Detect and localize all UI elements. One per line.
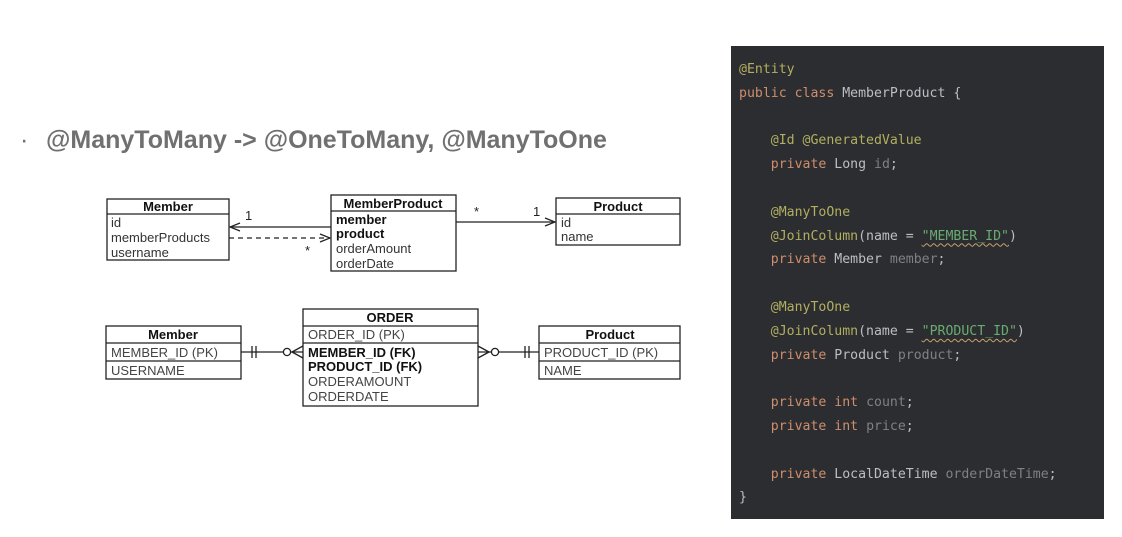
product-table-title: Product [585, 327, 635, 342]
code-line: @Id @GeneratedValue [739, 129, 1104, 153]
code-token: (name = [858, 323, 922, 339]
code-token: private [770, 252, 835, 268]
code-token: private [770, 395, 835, 411]
product-field: id [561, 215, 571, 230]
code-token: ; [889, 157, 898, 173]
member-field: memberProducts [111, 230, 210, 245]
member-product-field: orderDate [336, 256, 394, 271]
multiplicity-one-right: 1 [533, 204, 540, 219]
member-table-row: USERNAME [111, 363, 185, 378]
order-table-row: PRODUCT_ID (FK) [308, 359, 422, 374]
code-line: public class MemberProduct { [739, 82, 1104, 106]
code-token: MemberProduct { [842, 85, 962, 101]
member-table-title: Member [148, 327, 198, 342]
code-token: (name = [858, 228, 922, 244]
multiplicity-many-right: * [474, 204, 479, 219]
member-product-field: member [336, 212, 387, 227]
code-line [739, 272, 1104, 296]
code-line [739, 367, 1104, 391]
code-line: @ManyToOne [739, 296, 1104, 320]
member-class-title: Member [143, 199, 193, 214]
code-token: private [770, 466, 835, 482]
code-line [739, 177, 1104, 201]
code-line [739, 439, 1104, 463]
member-field: username [111, 245, 169, 260]
code-token: @ManyToOne [770, 204, 851, 220]
code-token: ; [937, 252, 946, 268]
code-line: private LocalDateTime orderDateTime; [739, 463, 1104, 487]
code-token: int [834, 418, 867, 434]
multiplicity-many-left: * [305, 243, 310, 258]
code-token: ; [905, 395, 914, 411]
code-token: private [770, 347, 835, 363]
code-line: private Long id; [739, 153, 1104, 177]
product-class-title: Product [593, 199, 643, 214]
product-field: name [561, 229, 594, 244]
code-token: public class [739, 85, 843, 101]
member-product-class-box: MemberProduct member product orderAmount… [330, 194, 457, 272]
code-token: @JoinColumn [770, 323, 859, 339]
order-table-row: ORDERAMOUNT [308, 374, 411, 389]
member-product-class-title: MemberProduct [344, 196, 444, 211]
code-token: ; [905, 418, 914, 434]
code-token: price [866, 418, 906, 434]
member-table-box: Member MEMBER_ID (PK) USERNAME [105, 325, 242, 380]
code-token: Product [834, 347, 898, 363]
member-product-field: orderAmount [336, 241, 412, 256]
code-line [739, 106, 1104, 130]
code-token: Long [834, 157, 874, 173]
code-token: @Entity [739, 62, 795, 77]
order-table-title: ORDER [367, 310, 415, 325]
code-line: private int price; [739, 415, 1104, 439]
code-token: Member [834, 252, 890, 268]
member-field: id [111, 215, 121, 230]
order-table-row: ORDERDATE [308, 389, 389, 404]
code-line: private int count; [739, 391, 1104, 415]
code-token: "MEMBER_ID" [921, 228, 1009, 244]
headline: · @ManyToMany -> @OneToMany, @ManyToOne [20, 126, 607, 155]
code-token: private [770, 418, 835, 434]
code-token: "PRODUCT_ID" [921, 323, 1017, 339]
order-table-row: MEMBER_ID (FK) [308, 345, 416, 360]
member-order-relationship [241, 345, 304, 359]
order-table-box: ORDER ORDER_ID (PK) MEMBER_ID (FK) PRODU… [302, 308, 479, 407]
code-line: @JoinColumn(name = "PRODUCT_ID") [739, 320, 1104, 344]
product-table-box: Product PRODUCT_ID (PK) NAME [538, 325, 681, 380]
relationship-diagram: Member id memberProducts username Member… [105, 194, 681, 407]
code-line: private Member member; [739, 248, 1104, 272]
code-token: private [770, 157, 835, 173]
code-token: ) [1016, 323, 1025, 339]
code-line: @Entity [739, 58, 1104, 82]
code-token: member [889, 252, 938, 268]
product-class-box: Product id name [555, 197, 681, 246]
code-token: product [897, 347, 954, 363]
code-line: @ManyToOne [739, 201, 1104, 225]
code-token: @Id @GeneratedValue [770, 133, 922, 149]
member-class-box: Member id memberProducts username [106, 198, 230, 261]
member-table-row: MEMBER_ID (PK) [111, 345, 218, 360]
code-token: ) [1008, 228, 1017, 244]
code-editor: @Entity public class MemberProduct { @Id… [731, 46, 1104, 519]
order-product-relationship [477, 345, 539, 359]
code-line: } [739, 486, 1104, 510]
code-token: LocalDateTime [834, 466, 946, 482]
member-product-field: product [336, 226, 385, 241]
code-token: @ManyToOne [770, 299, 851, 315]
code-line: private Product product; [739, 344, 1104, 368]
order-table-row: ORDER_ID (PK) [308, 327, 405, 342]
code-token: ; [953, 347, 962, 363]
headline-text: @ManyToMany -> @OneToMany, @ManyToOne [46, 126, 607, 154]
code-token: @JoinColumn [770, 228, 859, 244]
code-token: ; [1048, 466, 1057, 482]
code-line: @JoinColumn(name = "MEMBER_ID") [739, 225, 1104, 249]
product-table-row: PRODUCT_ID (PK) [544, 345, 658, 360]
code-token: id [874, 157, 890, 173]
code-token: count [866, 395, 906, 411]
code-token: } [739, 490, 747, 506]
code-token: int [834, 395, 867, 411]
bullet: · [20, 126, 29, 154]
code-token: orderDateTime [945, 466, 1049, 482]
multiplicity-one-left: 1 [245, 208, 252, 223]
product-table-row: NAME [544, 363, 582, 378]
